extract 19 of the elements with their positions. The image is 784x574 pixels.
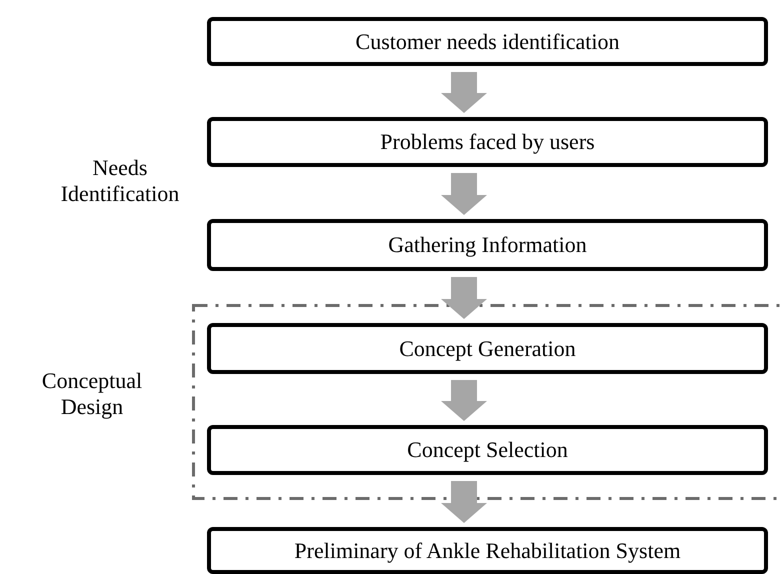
box-label: Preliminary of Ankle Rehabilitation System: [294, 538, 681, 564]
box-label: Gathering Information: [388, 232, 587, 258]
block-arrow: [441, 72, 487, 113]
box-label: Concept Selection: [407, 437, 568, 463]
group-heading: Conceptual Design: [40, 368, 144, 421]
box-label: Problems faced by users: [380, 129, 595, 155]
block-arrow: [441, 277, 487, 319]
process-box: [207, 323, 768, 374]
process-box: [207, 17, 768, 66]
block-arrow: [441, 380, 487, 421]
process-box: [207, 425, 768, 475]
block-arrow: [441, 173, 487, 215]
process-box: [207, 527, 768, 574]
process-box: [207, 117, 768, 167]
side-label: Needs Identification: [60, 155, 180, 208]
box-label: Customer needs identification: [356, 28, 620, 54]
box-label: Concept Generation: [399, 336, 576, 362]
block-arrow: [441, 481, 487, 523]
process-box: [207, 219, 768, 271]
